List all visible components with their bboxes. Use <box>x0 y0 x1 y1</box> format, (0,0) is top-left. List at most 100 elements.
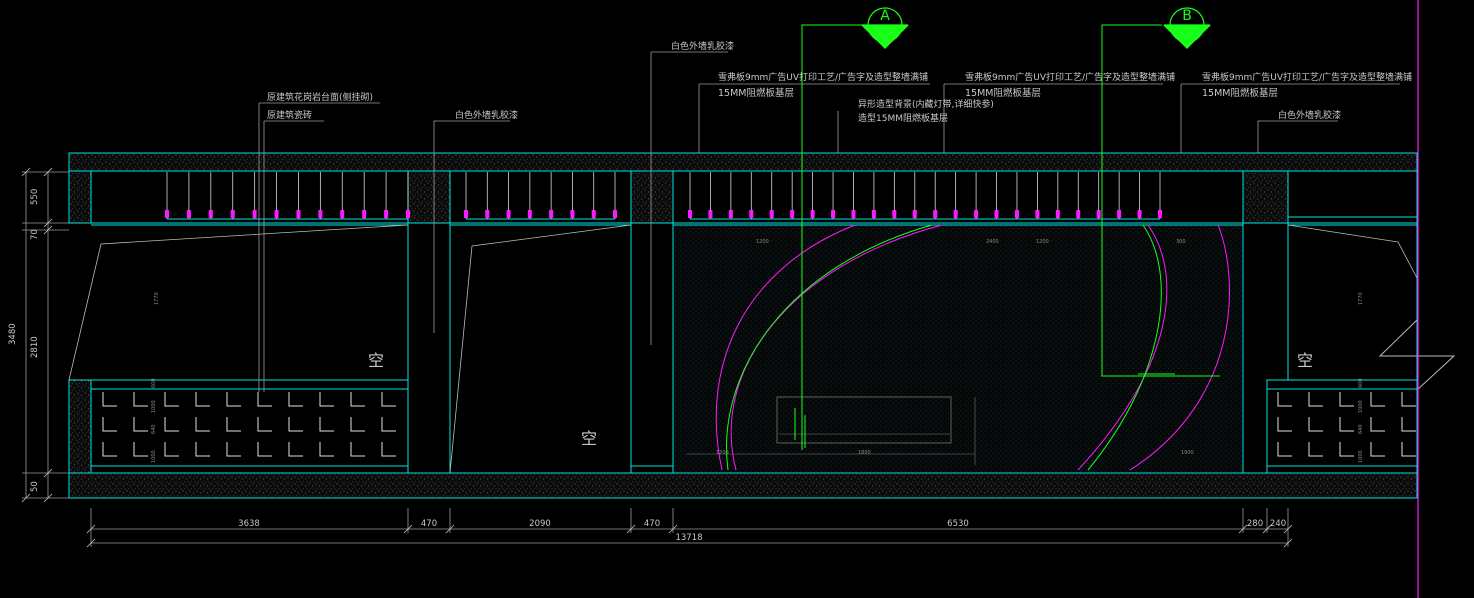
ceiling-slab <box>68 152 1418 172</box>
ceiling-stud <box>871 210 876 218</box>
brick <box>350 417 365 432</box>
right-ledge <box>1266 379 1418 390</box>
void-label-2: 空 <box>581 429 597 448</box>
brick <box>288 392 303 407</box>
brick <box>381 392 396 407</box>
small-dim: 1770 <box>154 292 160 305</box>
small-dim: 1770 <box>1358 292 1364 305</box>
ceiling-stud <box>549 210 554 218</box>
brick <box>195 392 210 407</box>
void-label-1: 空 <box>368 351 384 370</box>
brick <box>381 442 396 457</box>
brick <box>226 417 241 432</box>
vertical-dimensions <box>21 167 69 503</box>
ceiling-stud <box>208 210 213 218</box>
horizontal-dimension-labels: 3638 470 2090 470 6530 280 240 13718 <box>238 519 1286 543</box>
ceiling-stud <box>591 210 596 218</box>
annotation-pvc-2: 雪弗板9mm广告UV打印工艺/广告字及造型整墙满铺 <box>965 71 1175 83</box>
brick <box>133 442 148 457</box>
brick <box>1339 442 1354 457</box>
small-dim: 300 <box>1176 239 1186 245</box>
dim-3480: 3480 <box>8 323 18 345</box>
ceiling-stud <box>1055 210 1060 218</box>
ceiling-stud <box>749 210 754 218</box>
brick <box>164 442 179 457</box>
ceiling-stud <box>851 210 856 218</box>
brick <box>226 442 241 457</box>
brick <box>288 442 303 457</box>
brick <box>1370 417 1385 432</box>
column-2 <box>630 170 674 224</box>
small-dim: 600 <box>1358 378 1364 388</box>
annotation-tile: 原建筑瓷砖 <box>267 109 312 121</box>
void-diagonals <box>68 224 1418 474</box>
annotation-board-1: 15MM阻燃板基层 <box>718 87 794 99</box>
dim-550: 550 <box>30 189 40 205</box>
dim-70: 70 <box>30 229 40 240</box>
brick <box>133 392 148 407</box>
ceiling-stud <box>953 210 958 218</box>
ceiling-stud <box>831 210 836 218</box>
small-dimensions: 1770 1770 600 640 1000 1000 600 640 1000… <box>151 239 1364 463</box>
ceiling-stud <box>728 210 733 218</box>
dim-240: 240 <box>1270 519 1286 529</box>
inner-frame <box>776 396 952 444</box>
brick <box>288 417 303 432</box>
ceiling-stud <box>1035 210 1040 218</box>
dim-2090: 2090 <box>529 519 551 529</box>
dim-total: 13718 <box>675 533 702 543</box>
dim-280: 280 <box>1247 519 1263 529</box>
left-ledge-end <box>68 379 92 474</box>
brick <box>1339 417 1354 432</box>
ceiling-stud <box>464 210 468 218</box>
left-ledge <box>68 379 409 390</box>
section-marker-a-label: A <box>880 8 890 24</box>
ceiling-stud <box>1076 210 1081 218</box>
brick <box>1401 442 1416 457</box>
annotation-pvc-1: 雪弗板9mm广告UV打印工艺/广告字及造型整墙满铺 <box>718 71 928 83</box>
small-dim: 640 <box>151 424 157 434</box>
break-line <box>1378 319 1456 391</box>
small-dim: 1800 <box>858 450 871 456</box>
brick <box>1308 392 1323 407</box>
ceiling-grid <box>165 172 1162 220</box>
dim-470-a: 470 <box>421 519 437 529</box>
horizontal-dimensions <box>86 508 1293 548</box>
brick <box>1308 417 1323 432</box>
ceiling-stud <box>485 210 490 218</box>
annotation-pvc-3: 雪弗板9mm广告UV打印工艺/广告字及造型整墙满铺 <box>1202 71 1412 83</box>
ceiling-stud <box>230 210 235 218</box>
ceiling-stud <box>613 210 617 218</box>
ceiling-stud <box>688 210 692 218</box>
brick <box>257 392 272 407</box>
brick <box>102 392 117 407</box>
feature-wall-panel <box>672 224 1244 474</box>
brick-pattern <box>102 392 1416 457</box>
annotation-board-2: 15MM阻燃板基层 <box>965 87 1041 99</box>
ceiling-stud <box>974 210 979 218</box>
ceiling-stud <box>790 210 795 218</box>
column-3 <box>1242 170 1289 224</box>
ceiling-stud <box>1117 210 1122 218</box>
annotation-feature-board: 造型15MM阻燃板基层 <box>858 112 948 124</box>
section-lines <box>794 24 1220 450</box>
dim-50: 50 <box>30 481 40 492</box>
ceiling-stud <box>296 210 301 218</box>
small-dim: 1200 <box>1036 239 1049 245</box>
dim-3638: 3638 <box>238 519 260 529</box>
ceiling-stud <box>274 210 279 218</box>
small-dim: 1900 <box>1181 450 1194 456</box>
floor-slab <box>68 472 1418 499</box>
section-marker-b: B <box>1163 7 1211 49</box>
annotation-paint-left: 白色外墙乳胶漆 <box>455 109 518 121</box>
brick <box>257 442 272 457</box>
ceiling-stud <box>1137 210 1142 218</box>
annotation-paint-right: 白色外墙乳胶漆 <box>1278 109 1341 121</box>
brick <box>164 417 179 432</box>
ceiling-stud <box>318 210 323 218</box>
ceiling-stud <box>406 210 410 218</box>
brick <box>1370 442 1385 457</box>
brick <box>195 417 210 432</box>
brick <box>1308 442 1323 457</box>
